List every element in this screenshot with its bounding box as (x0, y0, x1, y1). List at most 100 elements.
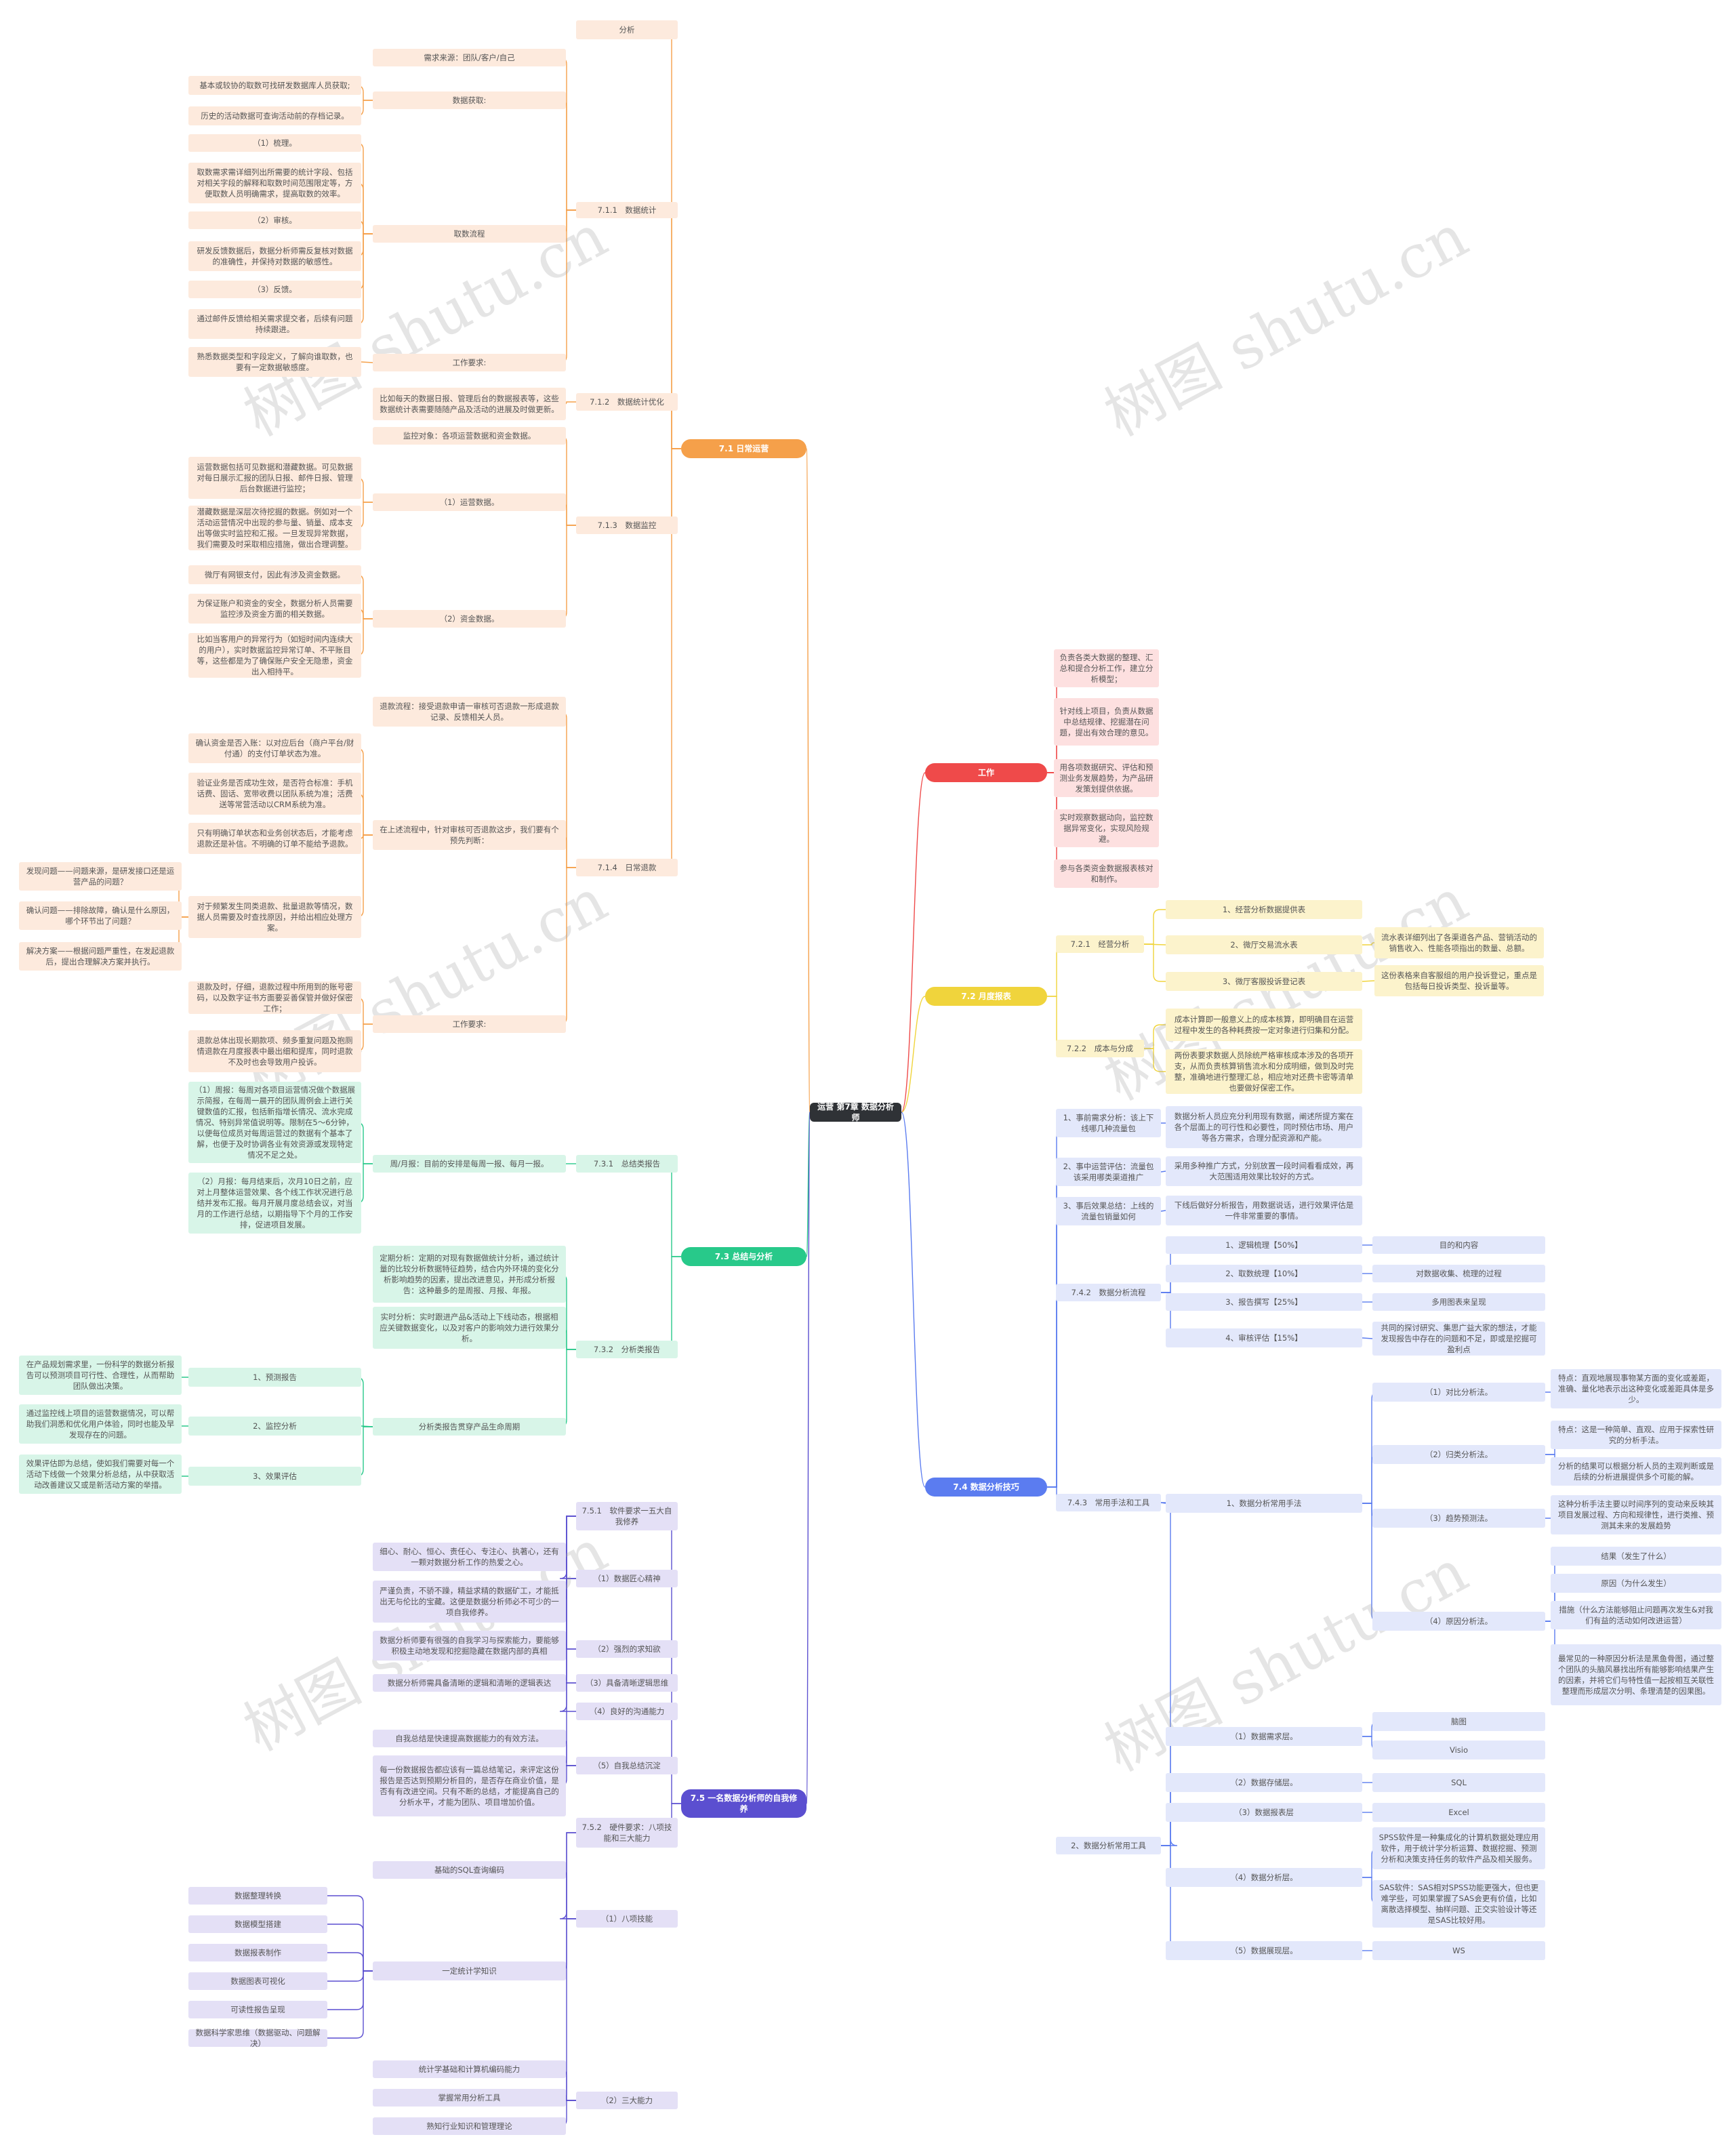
topic-node[interactable]: 数据图表可视化 (188, 1972, 327, 1990)
topic-node[interactable]: （5）自我总结沉淀 (576, 1757, 678, 1774)
topic-node[interactable]: （3）数据报表层 (1166, 1803, 1362, 1822)
topic-node[interactable]: SQL (1372, 1773, 1545, 1792)
topic-node[interactable]: （5）数据展现层。 (1166, 1941, 1362, 1960)
topic-node[interactable]: 分析的结果可以根据分析人员的主观判断或是后续的分析进展提供多个可能的解。 (1551, 1457, 1721, 1486)
topic-node[interactable]: 结果（发生了什么） (1551, 1547, 1721, 1566)
topic-node[interactable]: 微厅有网银支付，因此有涉及资金数据。 (188, 565, 361, 584)
topic-node[interactable]: 措施（什么方法能够阻止问题再次发生&对我们有益的活动如何改进运营） (1551, 1601, 1721, 1629)
topic-node[interactable]: 2、监控分析 (188, 1417, 361, 1436)
topic-node[interactable]: （1）八项技能 (576, 1910, 678, 1928)
topic-node[interactable]: 7.4.2 数据分析流程 (1056, 1284, 1161, 1301)
topic-node[interactable]: 3、报告撰写【25%】 (1166, 1293, 1362, 1311)
topic-node[interactable]: 只有明确订单状态和业务创状态后，才能考虑退款还是补信。不明确的订单不能给予退款。 (188, 823, 361, 854)
topic-node[interactable]: 共同的探讨研究、集思广益大家的想法，才能发现报告中存在的问题和不足，即或是挖掘可… (1372, 1322, 1545, 1356)
topic-node[interactable]: （2）审核。 (188, 211, 361, 229)
topic-node[interactable]: 定期分析：定期的对现有数据做统计分析，通过统计量的比较分析数据特征趋势，结合内外… (373, 1246, 566, 1303)
topic-node[interactable]: 用各项数据研究、评估和预测业务发展趋势，为产品研发策划提供依据。 (1054, 759, 1159, 797)
topic-node[interactable]: 数据分析师需具备清晰的逻辑和清晰的逻辑表达 (373, 1674, 566, 1692)
topic-node[interactable]: （1）数据需求层。 (1166, 1727, 1362, 1746)
topic-node[interactable]: 对于频繁发生同类退款、批量退款等情况，数据人员需要及时查找原因，并给出相应处理方… (188, 896, 361, 938)
topic-node[interactable]: 解决方案——根据问题严重性，在发起退款后，提出合理解决方案并执行。 (19, 942, 182, 971)
topic-node[interactable]: 2、微厅交易流水表 (1166, 935, 1362, 954)
topic-node[interactable]: 确认问题——排除故障，确认是什么原因，哪个环节出了问题？ (19, 901, 182, 930)
topic-node[interactable]: 统计学基础和计算机编码能力 (373, 2060, 566, 2078)
topic-node[interactable]: （1）周报：每周对各项目运营情况做个数据展示简报，在每周一晨开的团队周例会上进行… (188, 1082, 361, 1163)
topic-node[interactable]: 工作要求: (373, 354, 566, 371)
topic-node[interactable]: SPSS软件是一种集成化的计算机数据处理应用软件，用于统计学分析运算、数据挖掘、… (1372, 1827, 1545, 1869)
topic-node[interactable]: 效果评估即为总结，使如我们需要对每一个活动下线做一个效果分析总结，从中获取活动改… (19, 1455, 182, 1494)
topic-node[interactable]: 这种分析手法主要以时间序列的变动来反映其项目发展过程、方向和规律性，进行类推、预… (1551, 1495, 1721, 1534)
topic-node[interactable]: 取数需求需详细列出所需要的统计字段、包括对相关字段的解释和取数时间范围限定等，方… (188, 163, 361, 203)
topic-node[interactable]: 熟知行业知识和管理理论 (373, 2117, 566, 2135)
topic-node[interactable]: 严谨负责，不骄不躁，精益求精的数据矿工，才能抵出无与伦比的宝藏。这便是数据分析师… (373, 1581, 566, 1623)
topic-node[interactable]: 在上述流程中，针对审核可否退款这步，我们要有个预先判断： (373, 820, 566, 850)
topic-node[interactable]: 退款总体出现长期款项、频多重复问题及抱厕情退款在月度报表中最出细和提库，同时退款… (188, 1030, 361, 1072)
topic-node[interactable]: 1、预测报告 (188, 1368, 361, 1387)
topic-node[interactable]: WS (1372, 1941, 1545, 1960)
topic-node[interactable]: 取数流程 (373, 225, 566, 243)
topic-node[interactable]: 7.1.1 数据统计 (576, 202, 678, 218)
topic-node[interactable]: 特点：这是一种简单、直观、应用于探索性研究的分析手法。 (1551, 1421, 1721, 1449)
topic-node[interactable]: 历史的活动数据可查询活动前的存档记录。 (188, 106, 361, 125)
topic-node[interactable]: 实时分析：实时跟进产品&活动上下线动态，根据相应关键数据变化，以及对客户的影响效… (373, 1307, 566, 1349)
topic-node[interactable]: （2）月报：每月结束后，次月10日之前，应对上月整体运营效果、各个线工作状况进行… (188, 1173, 361, 1234)
topic-node[interactable]: 数据科学家思维（数据驱动、问题解决） (188, 2028, 327, 2048)
topic-node[interactable]: 参与各类资金数据报表核对和制作。 (1054, 859, 1159, 888)
topic-node[interactable]: 可读性报告呈现 (188, 2001, 327, 2018)
topic-node[interactable]: 特点：直观地展现事物某方面的变化或差距，准确、量化地表示出这种变化或差距具体是多… (1551, 1369, 1721, 1408)
topic-node[interactable]: （1）运营数据。 (373, 493, 566, 511)
topic-node[interactable]: 最常见的一种原因分析法是黑鱼骨图，通过整个团队的头脑风暴找出所有能够影响结果产生… (1551, 1644, 1721, 1705)
topic-node[interactable]: 多用图表来呈现 (1372, 1293, 1545, 1311)
topic-node[interactable]: 7.2.1 经营分析 (1056, 935, 1144, 953)
topic-node[interactable]: 1、逻辑梳理【50%】 (1166, 1236, 1362, 1254)
topic-node[interactable]: 7.3.1 总结类报告 (576, 1155, 678, 1173)
topic-node[interactable]: 成本计算即一般意义上的成本核算，即明确目在运营过程中发生的各种耗费按一定对象进行… (1166, 1009, 1362, 1041)
topic-node[interactable]: 目的和内容 (1372, 1236, 1545, 1254)
topic-node[interactable]: 数据获取: (373, 91, 566, 109)
branch-topic[interactable]: 工作 (925, 763, 1047, 782)
topic-node[interactable]: 在产品规划需求里，一份科学的数据分析报告可以预测项目可行性、合理性，从而帮助团队… (19, 1356, 182, 1395)
topic-node[interactable]: 为保证账户和资金的安全，数据分析人员需要监控涉及资金方面的相关数据。 (188, 594, 361, 624)
branch-topic[interactable]: 7.4 数据分析技巧 (925, 1478, 1047, 1497)
topic-node[interactable]: 分析类报告贯穿产品生命周期 (373, 1418, 566, 1436)
topic-node[interactable]: 针对线上项目，负责从数据中总结规律、挖掘潜在问题，提出有效合理的意见。 (1054, 698, 1159, 746)
topic-node[interactable]: 基础的SQL查询编码 (373, 1861, 566, 1879)
root-topic[interactable]: 运营 第7章 数据分析师 (810, 1102, 901, 1122)
topic-node[interactable]: 3、微厅客服投诉登记表 (1166, 972, 1362, 991)
topic-node[interactable]: 7.2.2 成本与分成 (1056, 1040, 1144, 1057)
topic-node[interactable]: 2、数据分析常用工具 (1056, 1837, 1161, 1854)
topic-node[interactable]: 数据分析师要有很强的自我学习与探索能力，要能够积极主动地发现和挖掘隐藏在数据内部… (373, 1631, 566, 1661)
topic-node[interactable]: 研发反馈数据后，数据分析师需反复核对数据的准确性，并保持对数据的敏感性。 (188, 241, 361, 271)
topic-node[interactable]: （4）原因分析法。 (1372, 1612, 1545, 1631)
branch-topic[interactable]: 7.1 日常运营 (681, 439, 807, 458)
topic-node[interactable]: SAS软件：SAS相对SPSS功能更强大，但也更难学些，可如果掌握了SAS会更有… (1372, 1880, 1545, 1928)
topic-node[interactable]: （1）对比分析法。 (1372, 1383, 1545, 1402)
topic-node[interactable]: 原因（为什么发生） (1551, 1574, 1721, 1593)
branch-topic[interactable]: 7.5 一名数据分析师的自我修养 (681, 1789, 807, 1818)
topic-node[interactable]: 3、事后效果总结：上线的流量包销量如何 (1056, 1197, 1161, 1225)
topic-node[interactable]: （2）强烈的求知欲 (576, 1640, 678, 1658)
topic-node[interactable]: 7.1.3 数据监控 (576, 516, 678, 534)
topic-node[interactable]: 细心、耐心、恒心、责任心、专注心、执著心，还有一颗对数据分析工作的热爱之心。 (373, 1543, 566, 1571)
topic-node[interactable]: （4）良好的沟通能力 (576, 1703, 678, 1720)
topic-node[interactable]: 1、事前需求分析：该上下线哪几种流量包 (1056, 1109, 1161, 1137)
topic-node[interactable]: 熟悉数据类型和字段定义，了解向谁取数，也要有一定数据敏感度。 (188, 347, 361, 377)
topic-node[interactable]: （1）梳理。 (188, 134, 361, 152)
topic-node[interactable]: 7.1.2 数据统计优化 (576, 393, 678, 411)
topic-node[interactable]: 4、审核评估【15%】 (1166, 1328, 1362, 1347)
topic-node[interactable]: 采用多种推广方式，分别放置一段时间看看成效，再大范围适用效果比较好的方式。 (1166, 1156, 1362, 1186)
topic-node[interactable]: Excel (1372, 1803, 1545, 1822)
topic-node[interactable]: 这份表格来自客服组的用户投诉登记，重点是包括每日投诉类型、投诉量等。 (1374, 965, 1544, 996)
topic-node[interactable]: 通过邮件反馈给相关需求提交者，后续有问题持续跟进。 (188, 309, 361, 339)
topic-node[interactable]: 两份表要求数据人员除统严格审核成本涉及的各项开支，从而负责核算销售流水和分成明细… (1166, 1049, 1362, 1094)
topic-node[interactable]: （3）趋势预测法。 (1372, 1509, 1545, 1528)
topic-node[interactable]: 基本或较协的取数可找研发数据库人员获取; (188, 76, 361, 95)
topic-node[interactable]: 2、事中运营评估：流量包该采用哪类渠道推广 (1056, 1158, 1161, 1186)
topic-node[interactable]: 数据分析人员应充分利用现有数据，阐述所提方案在各个层面上的可行性和必要性，同时预… (1166, 1106, 1362, 1148)
topic-node[interactable]: 3、效果评估 (188, 1467, 361, 1486)
topic-node[interactable]: Visio (1372, 1741, 1545, 1760)
topic-node[interactable]: 1、数据分析常用手法 (1166, 1494, 1362, 1513)
topic-node[interactable]: （3）反馈。 (188, 281, 361, 298)
topic-node[interactable]: 7.5.2 硬件要求：八项技能和三大能力 (576, 1818, 678, 1848)
topic-node[interactable]: 退款流程：接受退款申请一审核可否退款一形成退款记录、反馈相关人员。 (373, 697, 566, 727)
